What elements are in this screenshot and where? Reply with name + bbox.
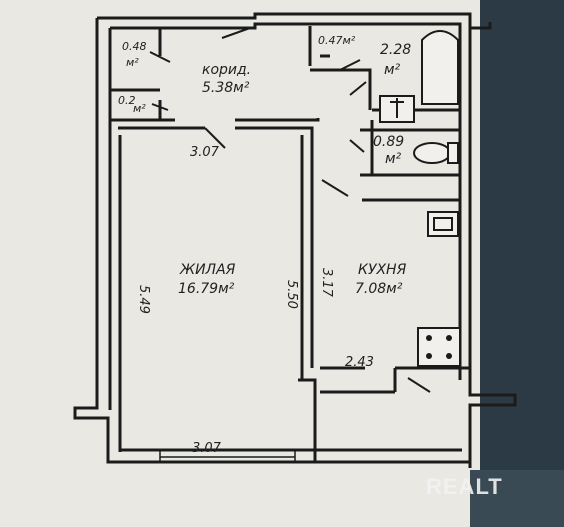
dark-corner [470,470,564,527]
stove-icon [417,327,461,367]
kitchen-sink-basin-icon [433,217,453,231]
dim-living-top: 3.07 [190,145,220,160]
living-right-wall [298,135,317,462]
living-top-right-wall [118,126,314,368]
kitchen-area: 7.08м² [355,281,403,297]
corridor-name: корид. [202,62,251,78]
outer-wall-top [97,12,492,30]
door-closet2 [151,103,169,111]
bathtub-icon [421,30,459,105]
door-living [204,127,226,149]
bath-unit: м² [384,62,401,78]
burner-icon [426,335,432,341]
dark-edge [480,0,564,527]
dim-living-left: 5.49 [136,285,151,314]
dim-kitchen-left: 3.17 [319,268,334,298]
door-swings [149,27,431,393]
windows [159,450,296,462]
living-area: 16.79м² [178,281,235,297]
kitchen-bottom-wall [320,366,470,394]
toilet-icon [413,142,451,164]
door-balcony [407,377,431,393]
door-closet1 [149,51,171,63]
kitchen-name: КУХНЯ [358,262,407,278]
closet-walls [110,28,175,122]
corridor-area: 5.38м² [202,80,250,96]
door-wc [339,59,361,71]
toilet-tank-icon [447,142,459,164]
fixtures [379,30,461,367]
faucet-icon [390,98,404,118]
wall-inner-top [110,22,462,380]
door-bath [349,81,367,96]
closet2-unit: м² [133,102,146,115]
stove-burners [426,335,452,359]
burner-icon [446,353,452,359]
burner-icon [426,353,432,359]
labels: 0.48 м² 0.2 м² корид. 5.38м² 0.47м² 2.28… [118,34,411,456]
outer-wall-left-bottom [73,18,470,464]
bath-area: 2.28 [380,42,411,58]
dim-living-bottom: 3.07 [192,441,222,456]
dim-living-right: 5.50 [284,280,299,309]
door-entry [221,27,251,39]
toilet-unit: м² [385,151,402,167]
closet1-area: 0.48 [122,40,147,53]
dim-kitchen-bottom: 2.43 [345,355,374,370]
watermark: REALT [426,474,503,499]
walls [73,12,517,468]
wc-walls [308,26,372,110]
wc-area: 0.47м² [318,34,356,47]
burner-icon [446,335,452,341]
kitchen-sink-icon [427,211,459,237]
door-toilet [349,139,365,153]
outer-wall-right [468,28,517,468]
living-name: ЖИЛАЯ [179,262,236,278]
closet2-area: 0.2 [118,94,136,107]
corridor-bottom-wall [235,118,320,122]
door-kitchen [321,179,349,197]
toilet-area: 0.89 [373,134,404,150]
toilet-walls [360,128,460,202]
closet1-unit: м² [126,56,139,69]
